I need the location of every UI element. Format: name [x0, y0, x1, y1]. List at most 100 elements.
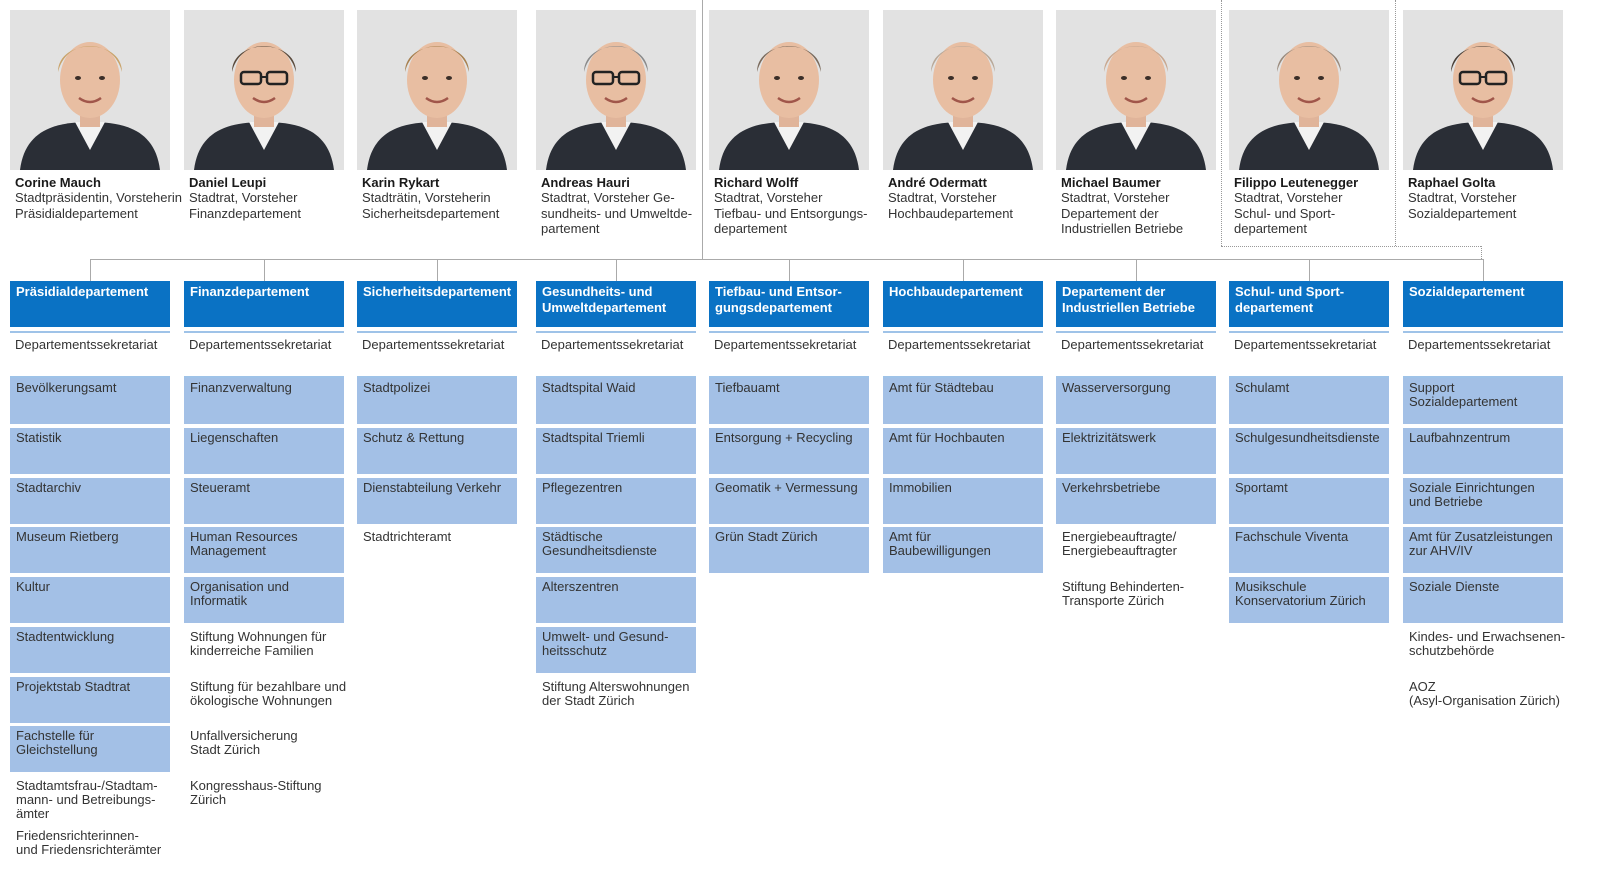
department-header[interactable]: Tiefbau- und Entsor-gungsdepartement — [709, 281, 869, 327]
unit-box[interactable]: Wasserversorgung — [1056, 378, 1216, 424]
unit-box[interactable]: Tiefbauamt — [709, 378, 869, 424]
unit-box[interactable]: Laufbahnzentrum — [1403, 427, 1563, 474]
unit-box[interactable]: Sportamt — [1229, 477, 1389, 524]
unit-label-line: Stiftung Wohnungen für — [190, 628, 327, 644]
connector-horizontal — [90, 259, 1483, 260]
department-title-line: Departement der — [1062, 284, 1166, 299]
unit-box[interactable]: Schutz & Rettung — [357, 427, 517, 474]
unit-box[interactable]: Verkehrsbetriebe — [1056, 477, 1216, 524]
department-title-line: Umweltdepartement — [542, 299, 667, 315]
unit-box[interactable]: Stadtspital Triemli — [536, 427, 696, 474]
divider — [1056, 376, 1216, 378]
divider — [1229, 376, 1389, 378]
person-role-line: Hochbaudepartement — [888, 205, 1014, 221]
department-header[interactable]: Sozialdepartement — [1403, 281, 1563, 327]
connector-drop — [1309, 259, 1310, 281]
unit-box[interactable]: Amt für Städtebau — [883, 378, 1043, 424]
unit-box[interactable]: Stadtentwicklung — [10, 626, 170, 673]
divider — [709, 331, 869, 333]
person-name: Corine Mauch — [15, 175, 101, 190]
unit-label-line: Stadtspital Triemli — [542, 429, 645, 445]
unit-label-line: (Asyl-Organisation Zürich) — [1409, 692, 1560, 708]
unit-label-line: Kongresshaus-Stiftung — [190, 778, 322, 793]
unit-box[interactable]: Projektstab Stadtrat — [10, 676, 170, 723]
unit-box[interactable]: Finanzverwaltung — [184, 378, 344, 424]
unit-box[interactable]: Stadtspital Waid — [536, 378, 696, 424]
department-header[interactable]: Sicherheitsdepartement — [357, 281, 517, 327]
secretariat-label: Departementssekretariat — [1061, 337, 1204, 352]
unit-box[interactable]: Bevölkerungsamt — [10, 378, 170, 424]
unit-box[interactable]: Museum Rietberg — [10, 527, 170, 574]
unit-label-line: Dienstabteilung Verkehr — [363, 479, 502, 495]
department-header[interactable]: Finanzdepartement — [184, 281, 344, 327]
department-title-line: Gesundheits- und — [542, 284, 653, 299]
unit-box[interactable]: Stadtarchiv — [10, 477, 170, 524]
unit-label-line: Verkehrsbetriebe — [1062, 479, 1161, 495]
unit-box[interactable]: Schulamt — [1229, 378, 1389, 424]
portrait-photo — [10, 10, 170, 170]
department-header[interactable]: Schul- und Sport-departement — [1229, 281, 1389, 327]
person-role-line: partement — [541, 221, 600, 236]
unit-box[interactable]: Pflegezentren — [536, 477, 696, 524]
unit-box[interactable]: Dienstabteilung Verkehr — [357, 477, 517, 524]
unit-label-line: Stiftung Behinderten- — [1062, 579, 1185, 594]
person-role-line: Stadtrat, Vorsteher — [1408, 190, 1517, 205]
unit-label-line: Musikschule — [1235, 579, 1307, 594]
unit-box[interactable]: Entsorgung + Recycling — [709, 427, 869, 474]
unit-box[interactable]: Geomatik + Vermessung — [709, 477, 869, 524]
unit-box[interactable]: Liegenschaften — [184, 427, 344, 474]
dotted-connector — [1221, 0, 1222, 246]
unit-label-line: Stiftung Alterswohnungen — [542, 678, 690, 694]
divider — [1403, 376, 1563, 378]
department-title-line: gungsdepartement — [715, 299, 833, 315]
unit-box[interactable]: Amt für Hochbauten — [883, 427, 1043, 474]
unit-box[interactable]: Statistik — [10, 427, 170, 474]
unit-box[interactable]: Soziale Dienste — [1403, 577, 1563, 623]
unit-box[interactable]: Umwelt- und Gesund-heitsschutz — [536, 626, 696, 673]
portrait-photo — [536, 10, 696, 170]
unit-label-line: Elektrizitätswerk — [1062, 429, 1156, 445]
department-header[interactable]: Präsidialdepartement — [10, 281, 170, 327]
unit-box[interactable]: Elektrizitätswerk — [1056, 427, 1216, 474]
divider — [10, 331, 170, 333]
unit-label-line: Laufbahnzentrum — [1409, 429, 1511, 445]
unit-box[interactable]: Grün Stadt Zürich — [709, 527, 869, 574]
unit-box[interactable]: Stadtpolizei — [357, 378, 517, 424]
divider — [1403, 331, 1563, 333]
department-header[interactable]: Hochbaudepartement — [883, 281, 1043, 327]
unit-label-line: Pflegezentren — [542, 479, 623, 495]
divider — [883, 376, 1043, 378]
person-name: Andreas Hauri — [541, 175, 630, 190]
unit-box[interactable]: Schulgesundheitsdienste — [1229, 427, 1389, 474]
connector-drop — [90, 259, 91, 281]
unit-label-line: Energiebeauftragte/ — [1062, 529, 1177, 545]
department-title-line: Industriellen Betriebe — [1062, 299, 1195, 315]
unit-box[interactable]: Alterszentren — [536, 577, 696, 623]
unit-box[interactable]: Fachschule Viventa — [1229, 527, 1389, 574]
unit-label-line: AOZ — [1409, 678, 1436, 694]
person-role-line: Stadträtin, Vorsteherin — [362, 190, 491, 205]
unit-box[interactable]: Kultur — [10, 577, 170, 623]
person-role-line: Stadtrat, Vorsteher Ge- — [541, 190, 675, 205]
unit-label-line: Baubewilligungen — [889, 543, 991, 559]
unit-box[interactable]: Steueramt — [184, 477, 344, 524]
person-role-line: Präsidialdepartement — [15, 205, 138, 221]
unit-box[interactable]: Immobilien — [883, 477, 1043, 524]
connector-trunk — [702, 0, 703, 259]
unit-label-line: Transporte Zürich — [1062, 593, 1165, 608]
